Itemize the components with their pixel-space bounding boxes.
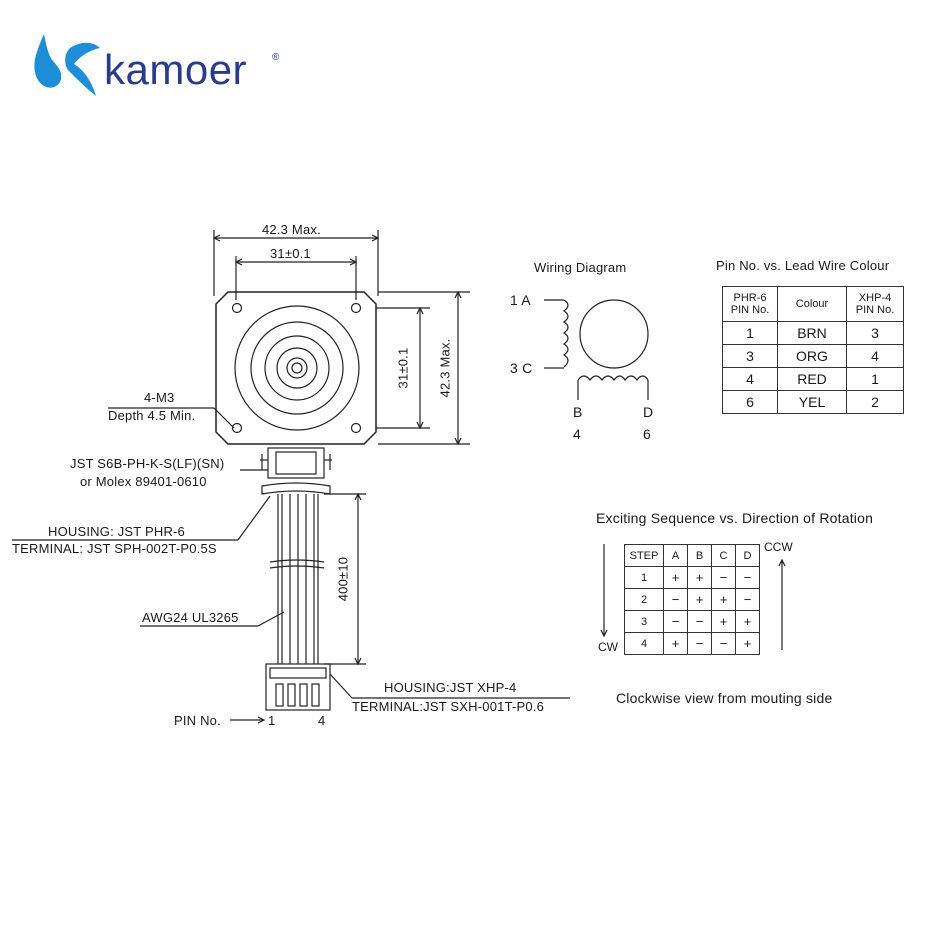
wiring-b-num: 4 — [573, 426, 581, 442]
ccw-label: CCW — [764, 540, 793, 554]
table-row: 4 + − − + — [624, 632, 760, 655]
table-row: 3 − − + + — [624, 610, 760, 633]
pin-table-cell: 4 — [846, 344, 904, 368]
pin-table-cell: 2 — [846, 390, 904, 414]
wiring-mid-label: 3 C — [510, 360, 533, 376]
wire-spec: AWG24 UL3265 — [142, 610, 239, 625]
dim-height-max: 42.3 Max. — [437, 338, 453, 398]
connector-spec-2: or Molex 89401-0610 — [80, 474, 207, 489]
seq-cell: − — [663, 588, 688, 611]
housing-spec-1: HOUSING: JST PHR-6 — [48, 524, 185, 539]
dim-hole-spacing-h: 31±0.1 — [270, 246, 311, 261]
dim-cable-length: 400±10 — [335, 556, 351, 602]
seq-cell: + — [711, 588, 736, 611]
seq-cell: 4 — [624, 632, 664, 655]
pin-table-cell: 3 — [722, 344, 778, 368]
seq-cell: + — [735, 610, 760, 633]
pin-label: PIN No. — [174, 713, 221, 728]
pin-table-header: XHP-4 PIN No. — [846, 286, 904, 322]
terminal-spec-2: TERMINAL:JST SXH-001T-P0.6 — [352, 699, 545, 714]
table-row: 6 YEL 2 — [722, 390, 904, 414]
registered-mark: ® — [272, 52, 280, 63]
seq-cell: 2 — [624, 588, 664, 611]
rotation-note: Clockwise view from mouting side — [616, 690, 833, 706]
sequence-title: Exciting Sequence vs. Direction of Rotat… — [596, 510, 874, 526]
seq-cell: + — [663, 566, 688, 589]
dim-hole-spacing-v: 31±0.1 — [395, 347, 411, 389]
pin-table-cell: 6 — [722, 390, 778, 414]
pin-table-cell: RED — [777, 367, 847, 391]
seq-cell: − — [735, 566, 760, 589]
wiring-title: Wiring Diagram — [534, 260, 627, 275]
seq-cell: 1 — [624, 566, 664, 589]
screw-depth: Depth 4.5 Min. — [108, 408, 196, 423]
seq-cell: − — [711, 632, 736, 655]
table-row: 1 + + − − — [624, 566, 760, 589]
screw-spec: 4-M3 — [144, 390, 175, 405]
housing-spec-2: HOUSING:JST XHP-4 — [384, 680, 517, 695]
seq-cell: − — [663, 610, 688, 633]
seq-header: B — [687, 544, 712, 567]
pin-first: 1 — [268, 713, 276, 728]
wiring-top-label: 1 A — [510, 292, 531, 308]
connector-spec-1: JST S6B-PH-K-S(LF)(SN) — [70, 456, 225, 471]
seq-cell: + — [687, 588, 712, 611]
pin-table-header: Colour — [777, 286, 847, 322]
table-row: 4 RED 1 — [722, 367, 904, 391]
pin-table-header: PHR-6 PIN No. — [722, 286, 778, 322]
cw-label: CW — [598, 640, 618, 654]
seq-cell: + — [687, 566, 712, 589]
seq-cell: − — [687, 610, 712, 633]
pin-table-cell: 3 — [846, 321, 904, 345]
seq-header: A — [663, 544, 688, 567]
seq-cell: − — [687, 632, 712, 655]
pin-table-cell: 1 — [722, 321, 778, 345]
seq-cell: − — [711, 566, 736, 589]
seq-cell: 3 — [624, 610, 664, 633]
wiring-d-num: 6 — [643, 426, 651, 442]
wiring-b-label: B — [573, 404, 583, 420]
table-row: 1 BRN 3 — [722, 321, 904, 345]
dim-width-max: 42.3 Max. — [262, 222, 321, 237]
pin-table-cell: YEL — [777, 390, 847, 414]
table-row: 2 − + + − — [624, 588, 760, 611]
pin-table-cell: 4 — [722, 367, 778, 391]
table-row: 3 ORG 4 — [722, 344, 904, 368]
sequence-table: STEP A B C D 1 + + − − 2 − + + − 3 − − +… — [624, 544, 760, 655]
seq-cell: + — [663, 632, 688, 655]
seq-cell: + — [735, 632, 760, 655]
seq-header: D — [735, 544, 760, 567]
wiring-d-label: D — [643, 404, 654, 420]
terminal-spec-1: TERMINAL: JST SPH-002T-P0.5S — [12, 541, 217, 556]
seq-cell: − — [735, 588, 760, 611]
pin-last: 4 — [318, 713, 326, 728]
pin-table-title: Pin No. vs. Lead Wire Colour — [716, 258, 890, 273]
seq-header: STEP — [624, 544, 664, 567]
seq-header: C — [711, 544, 736, 567]
seq-cell: + — [711, 610, 736, 633]
pin-table-cell: BRN — [777, 321, 847, 345]
pin-table: PHR-6 PIN No. Colour XHP-4 PIN No. 1 BRN… — [722, 286, 904, 414]
brand-name: kamoer — [104, 46, 248, 93]
pin-table-cell: 1 — [846, 367, 904, 391]
pin-table-cell: ORG — [777, 344, 847, 368]
kamoer-logo-icon — [34, 34, 100, 96]
